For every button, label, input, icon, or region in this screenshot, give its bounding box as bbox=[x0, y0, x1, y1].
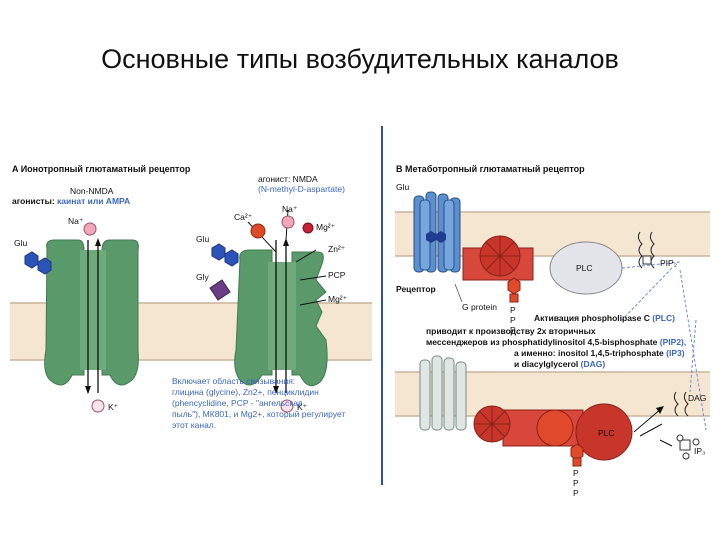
na-ion-left bbox=[83, 222, 97, 236]
dag-chain bbox=[673, 391, 679, 417]
pcp-label: PCP bbox=[328, 270, 346, 280]
glu-label-right: Glu bbox=[196, 234, 210, 244]
phosphate-column-top: P P P bbox=[510, 305, 516, 335]
explanation-line-2: приводит к производству 2х вторичных bbox=[426, 326, 596, 336]
g-protein-pointer bbox=[454, 283, 463, 303]
panel-b-explanation: приводит к производству 2х вторичных мес… bbox=[426, 326, 686, 370]
plc-to-dag-arrow bbox=[633, 407, 663, 433]
pip-shape-top bbox=[507, 277, 521, 303]
g-protein-wheel-bottom bbox=[473, 405, 511, 443]
na-label-left: Na⁺ bbox=[68, 216, 84, 226]
ip3-label: IP₃ bbox=[694, 446, 706, 456]
ca-label: Ca²⁺ bbox=[234, 212, 253, 222]
glu-label-b: Glu bbox=[396, 182, 410, 192]
panel-b-letter: B bbox=[396, 164, 403, 174]
pip2-head bbox=[642, 255, 652, 265]
explanation-line-4: а именно: inositol 1,4,5-triphosphate (I… bbox=[514, 348, 685, 358]
na-ion-right bbox=[281, 215, 295, 229]
mg-label-side: Mg²⁺ bbox=[328, 294, 348, 304]
pip-shape-bottom bbox=[570, 443, 584, 467]
agonists-label: агонисты: bbox=[12, 196, 55, 206]
panel-a-letter: A bbox=[12, 164, 19, 174]
caption-line-5: этот канал. bbox=[172, 420, 217, 430]
dag-label: DAG bbox=[688, 393, 707, 403]
nmda-agonist-sub: (N-methyl-D-aspartate) bbox=[258, 184, 345, 194]
caption-line-1: Включает область связывания: bbox=[172, 376, 296, 386]
pip2-label: PIP₂ bbox=[660, 258, 677, 268]
gly-label: Gly bbox=[196, 272, 209, 282]
activation-abbr: (PLC) bbox=[652, 313, 675, 323]
k-label-right: K⁺ bbox=[297, 402, 308, 412]
p-b-1: P bbox=[573, 468, 579, 478]
glu-molecule-b bbox=[426, 231, 446, 243]
na-label-right: Na⁺ bbox=[282, 204, 298, 214]
g-protein-wheel bbox=[479, 235, 521, 277]
agonists-value: каинат или AMPA bbox=[57, 196, 131, 206]
glu-molecule-right bbox=[211, 243, 239, 267]
k-ion-right bbox=[280, 399, 294, 413]
activation-line: Активация phospholipase C (PLC) bbox=[534, 313, 675, 323]
nmda-channel bbox=[234, 209, 328, 394]
caption-line-3: (phencyclidine, PCP - "ангельская bbox=[172, 398, 303, 408]
gly-molecule bbox=[209, 279, 231, 301]
panel-a-title: Ионотропный глютаматный рецептор bbox=[20, 164, 191, 174]
p-b-2: P bbox=[573, 478, 579, 488]
plc-bottom bbox=[575, 403, 633, 461]
activation-text: Активация phospholipase C bbox=[534, 313, 650, 323]
pathway-arrows bbox=[619, 261, 707, 431]
mg-label-top: Mg²⁺ bbox=[316, 222, 336, 232]
k-label-left: K⁺ bbox=[108, 402, 119, 412]
panel-b-title: Метаботропный глютаматный рецептор bbox=[405, 164, 585, 174]
non-nmda-label: Non-NMDA bbox=[70, 186, 114, 196]
k-ion-left bbox=[91, 399, 105, 413]
plc-bottom-label: PLC bbox=[598, 428, 615, 438]
plc-top-label: PLC bbox=[576, 263, 593, 273]
lipid-chain-top bbox=[637, 231, 643, 269]
phosphate-column-bottom: P P P bbox=[573, 468, 579, 498]
mg-ion-top bbox=[302, 222, 314, 234]
explanation-line-5: и diacylglycerol (DAG) bbox=[514, 359, 606, 369]
panel-a-caption: Включает область связывания: глицина (gl… bbox=[172, 376, 345, 431]
non-nmda-channel bbox=[44, 238, 139, 394]
nmda-agonist-label: агонист: NMDA bbox=[258, 174, 318, 184]
glu-molecule-left bbox=[24, 251, 52, 275]
p-1: P bbox=[510, 305, 516, 315]
ca-ion bbox=[250, 223, 266, 239]
panel-a-heading: A Ионотропный глютаматный рецептор bbox=[12, 164, 190, 174]
explanation-line-3: мессенджеров из phosphatidylinositol 4,5… bbox=[426, 337, 687, 347]
p-2: P bbox=[510, 315, 516, 325]
ip3-head bbox=[679, 439, 691, 451]
p-b-3: P bbox=[573, 488, 579, 498]
receptor-inactive bbox=[419, 355, 467, 431]
glu-label-left: Glu bbox=[14, 238, 28, 248]
zn-label: Zn²⁺ bbox=[328, 244, 346, 254]
panel-b-heading: B Метаботропный глютаматный рецептор bbox=[396, 164, 585, 174]
receptor-label: Рецептор bbox=[396, 284, 436, 294]
ga-subunit bbox=[536, 409, 574, 447]
dag-chain-2 bbox=[683, 391, 689, 417]
caption-line-2: глицина (glycine), Zn2+, пенциклидин bbox=[172, 387, 319, 397]
g-protein-label: G protein bbox=[462, 302, 497, 312]
caption-line-4: пыль"), МК801, и Mg2+, который регулируе… bbox=[172, 409, 346, 419]
slide-title: Основные типы возбудительных каналов bbox=[101, 44, 619, 74]
p-3: P bbox=[510, 325, 516, 335]
